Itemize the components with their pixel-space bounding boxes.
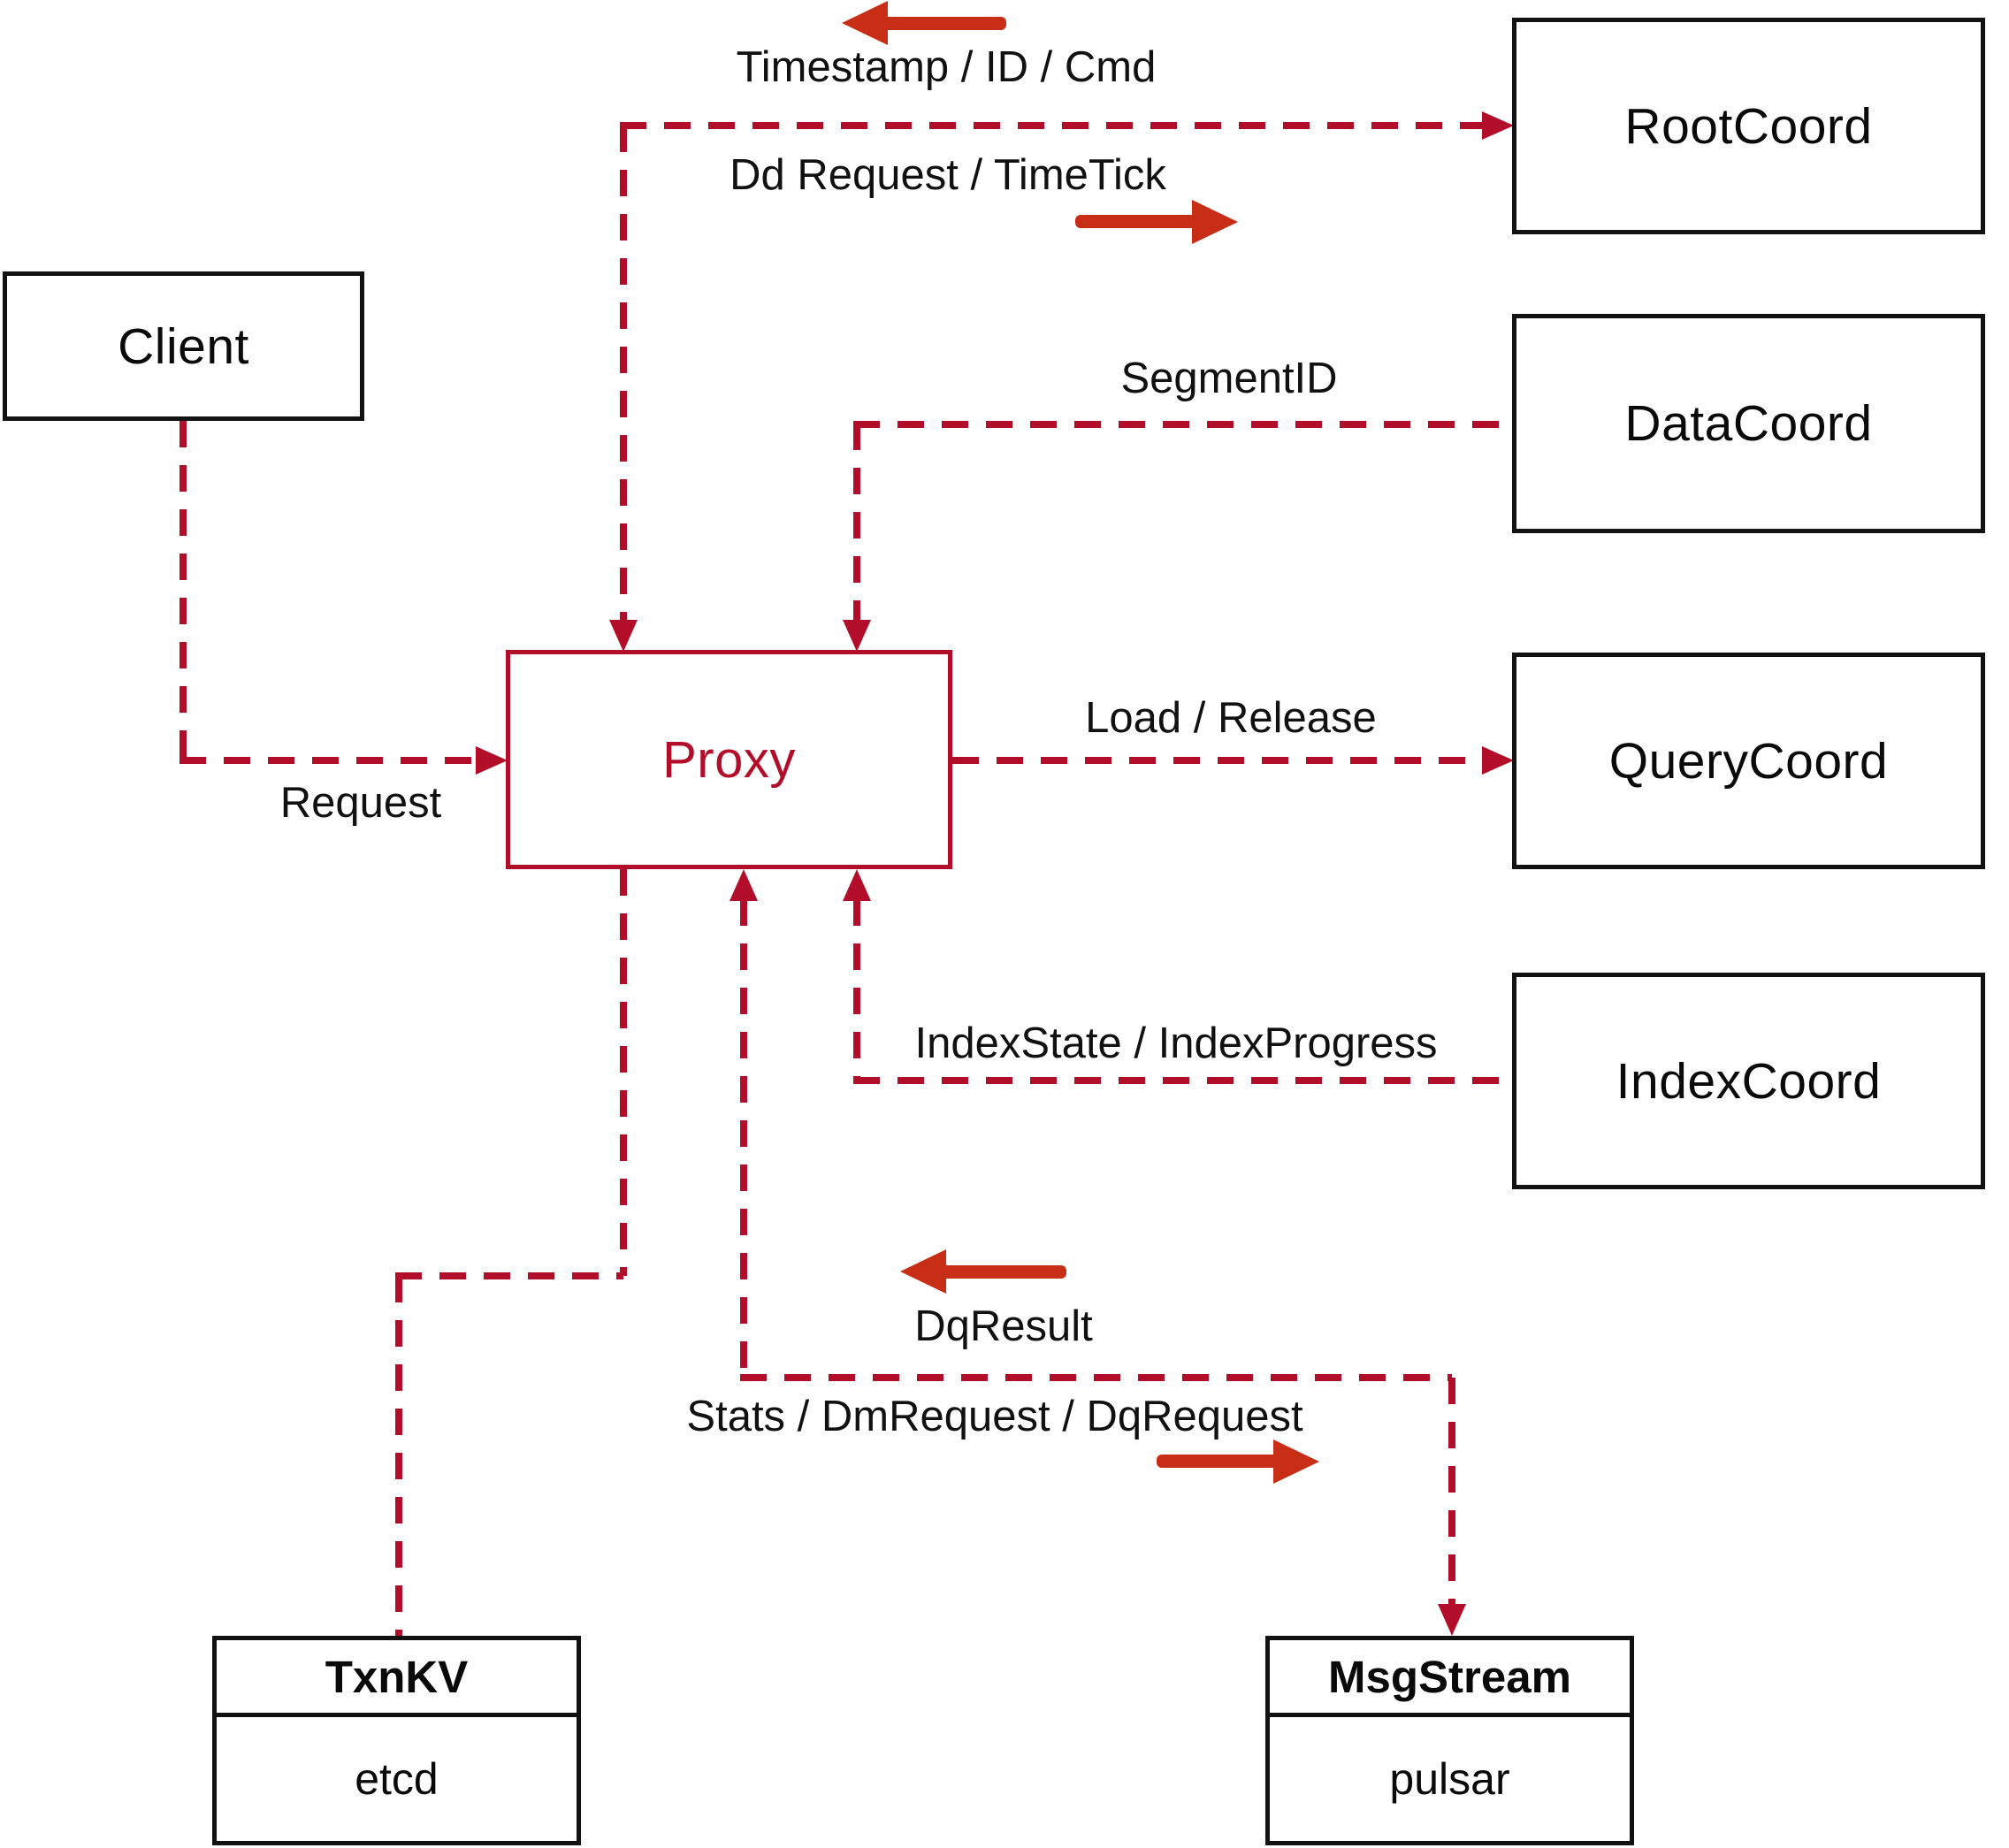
edge-proxy-txnkv-vertical-2 — [395, 1276, 402, 1636]
edge-label-index-state-progress: IndexState / IndexProgress — [914, 1019, 1438, 1067]
edge-proxy-msgstream-vertical-2 — [1448, 1378, 1455, 1606]
table-txnkv-body: etcd — [355, 1754, 439, 1804]
edge-label-stats-dm-dq: Stats / DmRequest / DqRequest — [686, 1393, 1303, 1440]
node-rootcoord-label: RootCoord — [1624, 97, 1873, 155]
edge-label-timestamp-id-cmd: Timestamp / ID / Cmd — [736, 43, 1157, 91]
arrowhead-into-proxy-top-left — [609, 620, 638, 652]
table-msgstream-body: pulsar — [1389, 1754, 1510, 1804]
node-client: Client — [3, 271, 364, 421]
edge-client-proxy-vertical — [180, 421, 187, 760]
node-datacoord-label: DataCoord — [1624, 395, 1873, 452]
edge-proxy-txnkv-vertical-1 — [620, 869, 627, 1276]
table-msgstream: MsgStream pulsar — [1265, 1636, 1634, 1845]
arrowhead-into-proxy-bottom-right — [843, 869, 871, 901]
node-querycoord-label: QueryCoord — [1608, 732, 1889, 790]
edge-label-load-release: Load / Release — [1085, 694, 1377, 742]
arrow-right-bar-ddrequest — [1075, 215, 1195, 228]
node-proxy-label: Proxy — [662, 730, 796, 789]
arrowhead-into-querycoord — [1482, 746, 1514, 775]
table-msgstream-header: MsgStream — [1270, 1640, 1630, 1717]
arrowhead-into-proxy-top-right — [843, 620, 871, 652]
node-indexcoord-label: IndexCoord — [1616, 1052, 1882, 1110]
edge-rootcoord-proxy-vertical — [620, 126, 627, 623]
edge-proxy-msgstream-vertical-1 — [740, 899, 747, 1378]
edge-label-dd-request-timetick: Dd Request / TimeTick — [730, 151, 1166, 199]
arrow-right-bar-stats — [1157, 1455, 1279, 1468]
edge-datacoord-proxy-vertical — [853, 424, 860, 620]
arrow-left-bar-dqresult — [941, 1265, 1066, 1279]
arrowhead-into-proxy-bottom-middle — [730, 869, 758, 901]
edge-proxy-querycoord-horizontal — [952, 757, 1482, 764]
table-txnkv-header: TxnKV — [217, 1640, 577, 1717]
arrow-left-bar-timestamp — [882, 17, 1006, 30]
node-datacoord: DataCoord — [1512, 314, 1985, 533]
arrow-right-icon-ddrequest — [1192, 200, 1238, 244]
node-querycoord: QueryCoord — [1512, 653, 1985, 869]
arrowhead-into-msgstream — [1438, 1604, 1466, 1636]
arrowhead-into-rootcoord — [1482, 111, 1514, 140]
node-rootcoord: RootCoord — [1512, 18, 1985, 234]
edge-proxy-txnkv-horizontal — [395, 1272, 623, 1279]
node-proxy: Proxy — [506, 650, 952, 869]
node-client-label: Client — [118, 317, 249, 375]
edge-label-segment-id: SegmentID — [1120, 355, 1338, 402]
edge-datacoord-proxy-horizontal — [853, 421, 1512, 428]
edge-client-proxy-horizontal — [180, 757, 476, 764]
edge-label-request: Request — [279, 779, 442, 827]
arrow-right-icon-stats — [1273, 1439, 1319, 1484]
arrow-left-icon-timestamp — [842, 1, 888, 45]
table-txnkv: TxnKV etcd — [212, 1636, 581, 1845]
edge-label-dq-result: DqResult — [914, 1302, 1093, 1350]
edge-indexcoord-proxy-vertical — [853, 899, 860, 1081]
edge-indexcoord-proxy-horizontal — [853, 1077, 1512, 1084]
arrow-left-icon-dqresult — [900, 1249, 946, 1294]
edge-proxy-msgstream-horizontal — [740, 1374, 1452, 1381]
node-indexcoord: IndexCoord — [1512, 973, 1985, 1189]
edge-rootcoord-proxy-horizontal — [620, 122, 1482, 129]
arrowhead-into-proxy-left — [476, 746, 508, 775]
